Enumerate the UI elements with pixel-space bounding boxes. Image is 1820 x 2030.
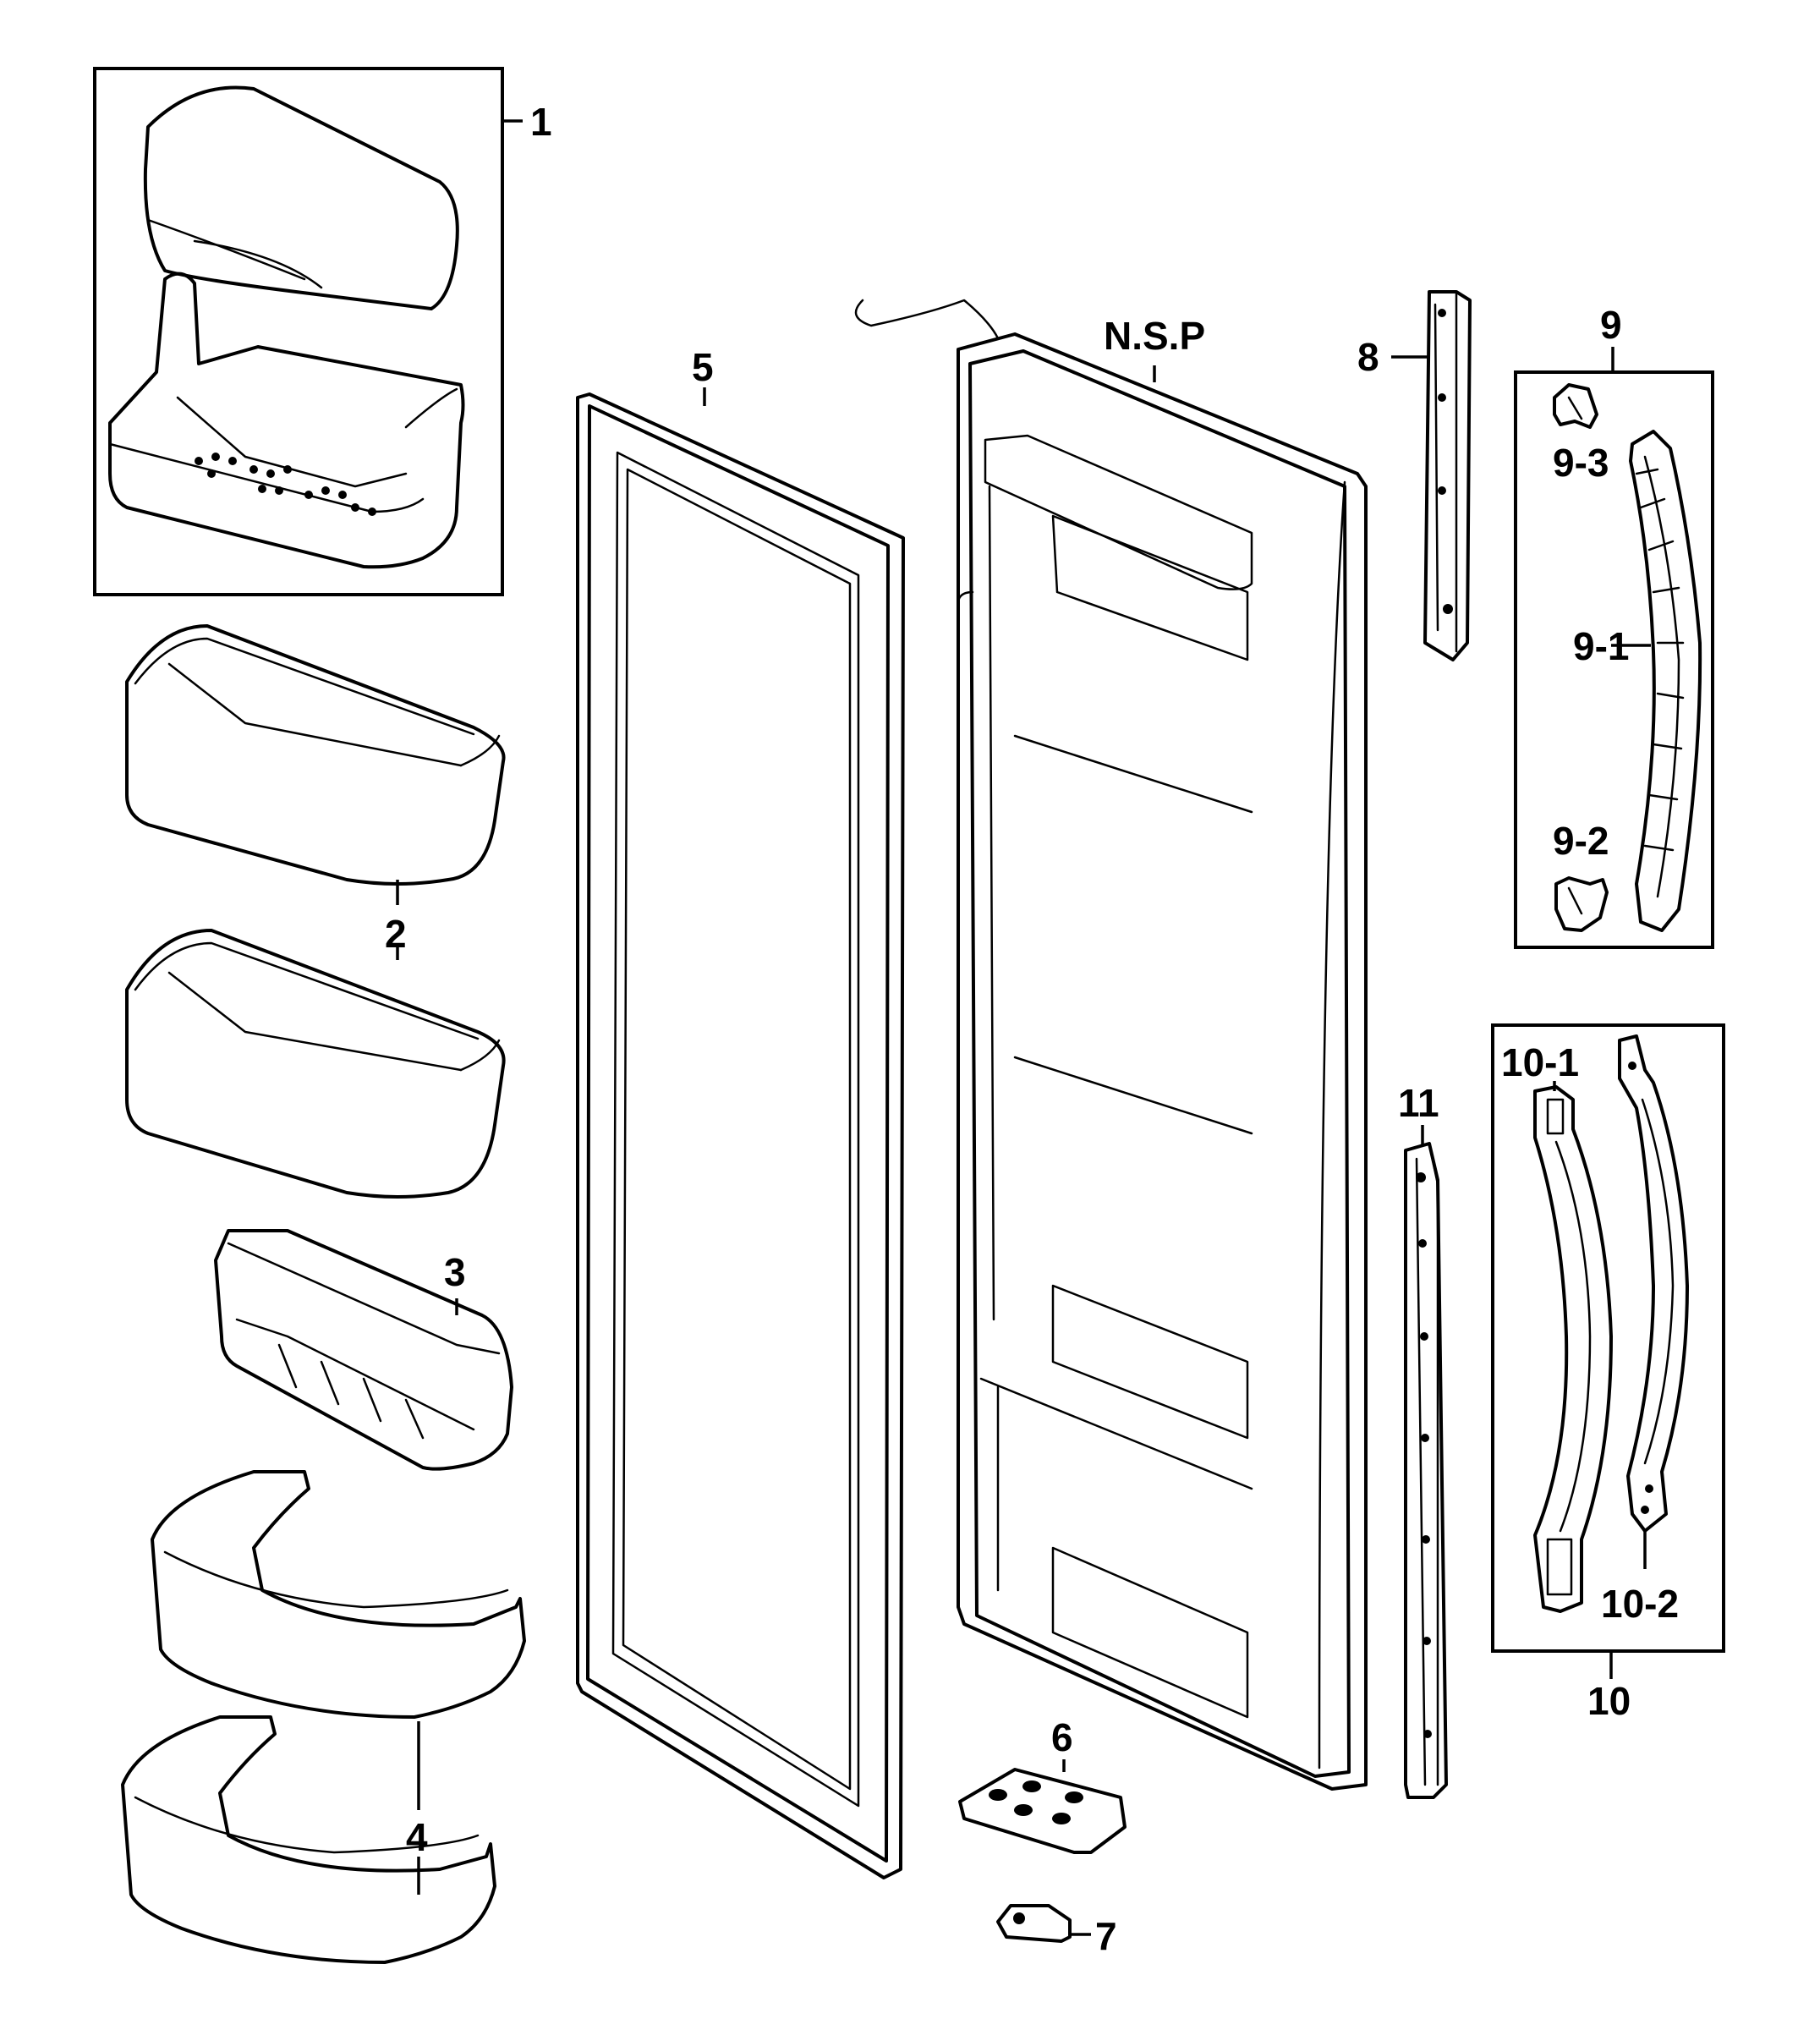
- label-nsp: N.S.P: [1104, 314, 1205, 358]
- part-10-handle-assembly: 10 10-1 10-2: [1491, 1023, 1725, 1723]
- label-part-6: 6: [1051, 1715, 1073, 1759]
- part-10-group-box: [1491, 1023, 1725, 1653]
- part-10-2-handle-bracket: [1618, 1034, 1689, 1533]
- label-part-3: 3: [444, 1250, 466, 1294]
- part-10-1-handle-grip: [1533, 1085, 1613, 1613]
- part-3-small-door-bin: 3: [214, 1229, 513, 1471]
- part-2-door-bins: 2: [125, 624, 506, 1199]
- part-9-handle-assembly: 9 9-3 9-1 9-2: [1514, 303, 1714, 949]
- part-9-1-handle-bar: [1629, 430, 1702, 932]
- part-11-hinge-trim: 11: [1398, 1081, 1448, 1799]
- label-part-9-1: 9-1: [1573, 624, 1629, 668]
- label-part-7: 7: [1095, 1914, 1117, 1958]
- label-part-9: 9: [1600, 303, 1622, 347]
- part-8-handle-trim: 8: [1357, 290, 1472, 661]
- label-part-9-3: 9-3: [1553, 441, 1609, 485]
- label-part-8: 8: [1357, 335, 1379, 379]
- nsp-door-panel: N.S.P: [854, 299, 1368, 1791]
- label-part-9-2: 9-2: [1553, 819, 1609, 863]
- label-part-10-1: 10-1: [1501, 1040, 1579, 1084]
- part-9-2-lower-cap: [1554, 876, 1609, 932]
- part-1-group-box: [93, 67, 504, 596]
- part-7-hinge-bracket: 7: [996, 1904, 1117, 1958]
- part-1-dairy-bin-assembly: 1: [93, 67, 552, 596]
- part-6-hinge-cover: 6: [958, 1715, 1127, 1854]
- label-part-2: 2: [385, 912, 407, 956]
- label-part-10-2: 10-2: [1601, 1582, 1679, 1626]
- part-4-bin-lower: [121, 1715, 496, 1964]
- part-9-3-upper-cap: [1553, 383, 1598, 429]
- part-2-bin-lower: [125, 929, 506, 1199]
- part-4-gallon-bins: 4: [121, 1470, 526, 1964]
- label-part-5: 5: [692, 345, 714, 389]
- label-part-4: 4: [406, 1815, 428, 1859]
- label-part-10: 10: [1587, 1679, 1631, 1723]
- label-part-1: 1: [530, 100, 552, 144]
- label-part-11: 11: [1398, 1081, 1439, 1125]
- part-4-bin-upper: [151, 1470, 526, 1719]
- part-2-bin-upper: [125, 624, 506, 886]
- part-5-door-gasket: 5: [576, 345, 905, 1879]
